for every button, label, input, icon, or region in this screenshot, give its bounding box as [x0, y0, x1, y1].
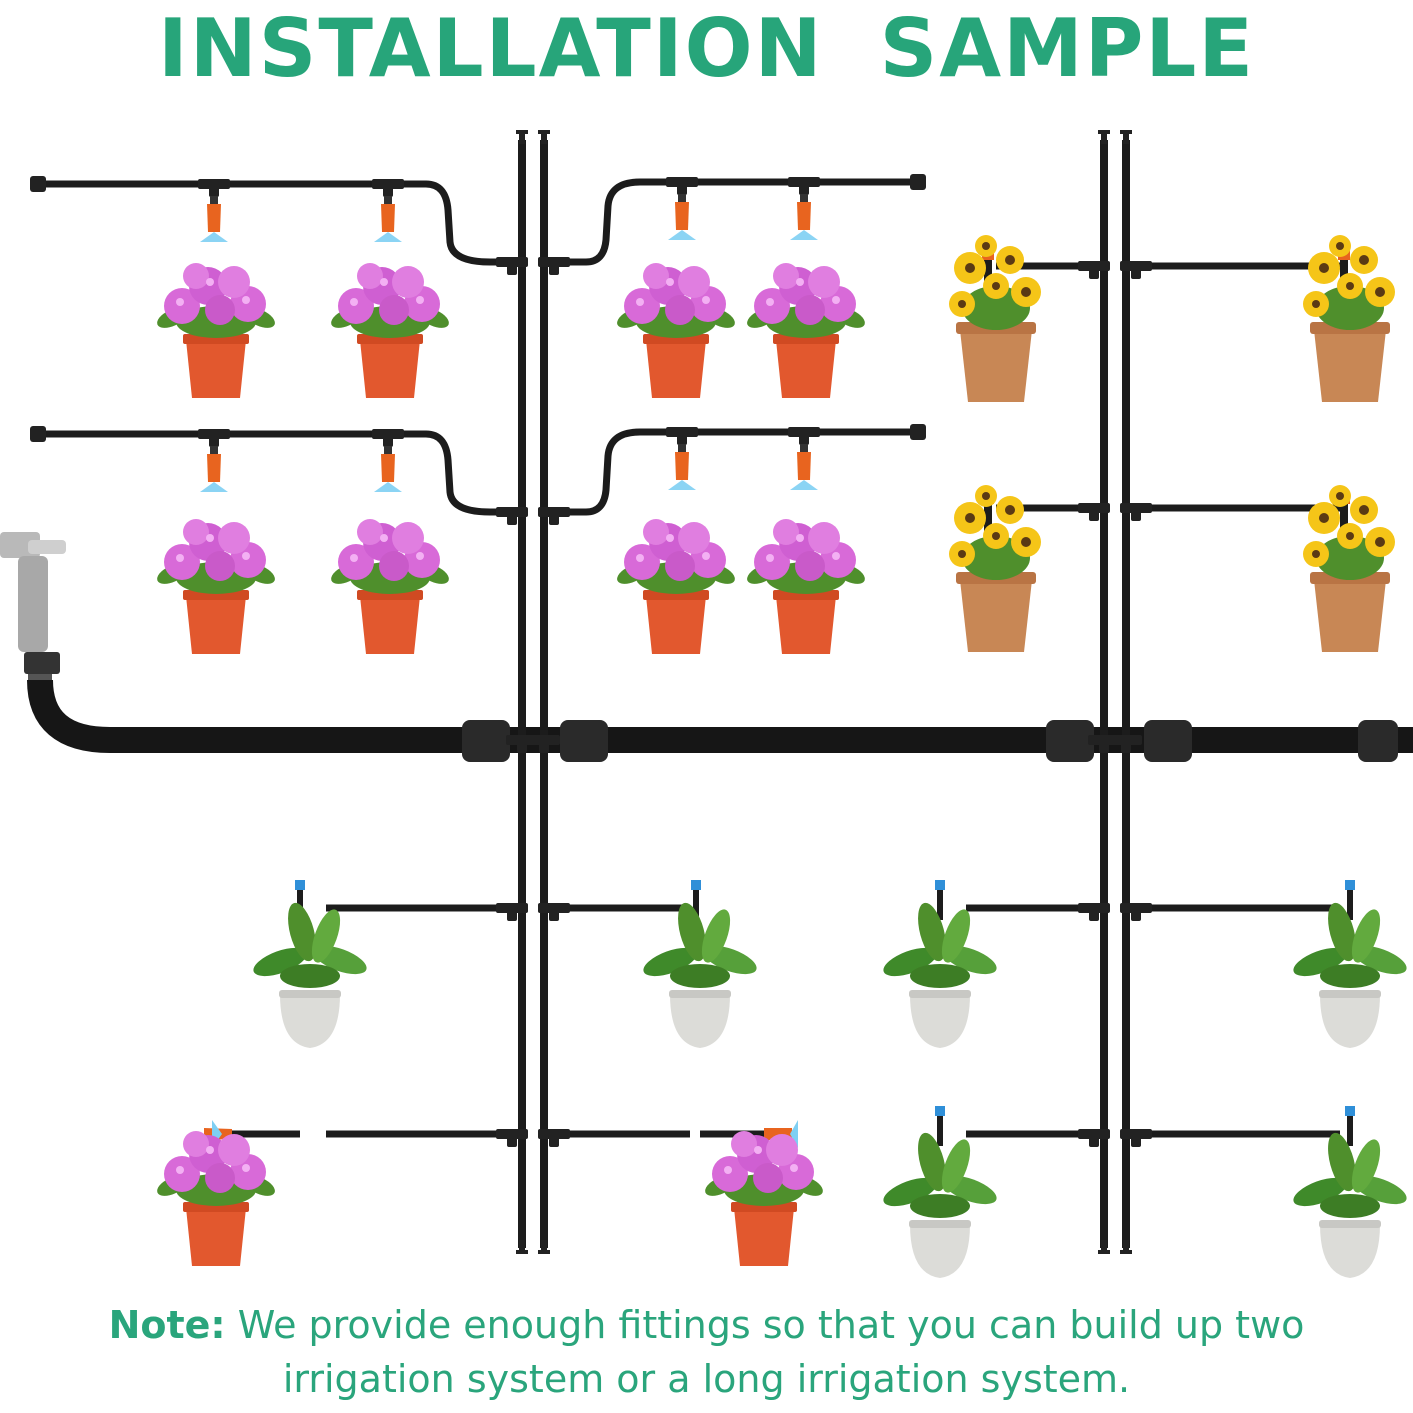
potted-plant-icon: [249, 899, 1411, 1278]
note-line-1: Note: We provide enough fittings so that…: [0, 1298, 1413, 1352]
note-line-1-text: We provide enough fittings so that you c…: [237, 1303, 1305, 1347]
main-supply-pipe: [27, 679, 1413, 762]
note-text: Note: We provide enough fittings so that…: [0, 1298, 1413, 1406]
branch-row-1: [36, 178, 926, 266]
pipe-coupler-icon: [1046, 720, 1094, 762]
note-label: Note:: [108, 1303, 226, 1347]
note-line-2: irrigation system or a long irrigation s…: [282, 1357, 1131, 1401]
title-word-installation: INSTALLATION: [158, 2, 824, 95]
diagram-title: INSTALLATION SAMPLE: [0, 4, 1413, 94]
pipe-coupler-icon: [1144, 720, 1192, 762]
tee-connector-icon: [30, 174, 1152, 1147]
pipe-coupler-icon: [560, 720, 608, 762]
title-word-sample: SAMPLE: [879, 2, 1255, 95]
pipe-coupler-icon: [462, 720, 510, 762]
vertical-tubes: [518, 140, 1130, 1248]
branch-row-2: [36, 428, 926, 516]
end-plug-icon: [1358, 720, 1398, 762]
faucet-icon: [0, 532, 66, 682]
